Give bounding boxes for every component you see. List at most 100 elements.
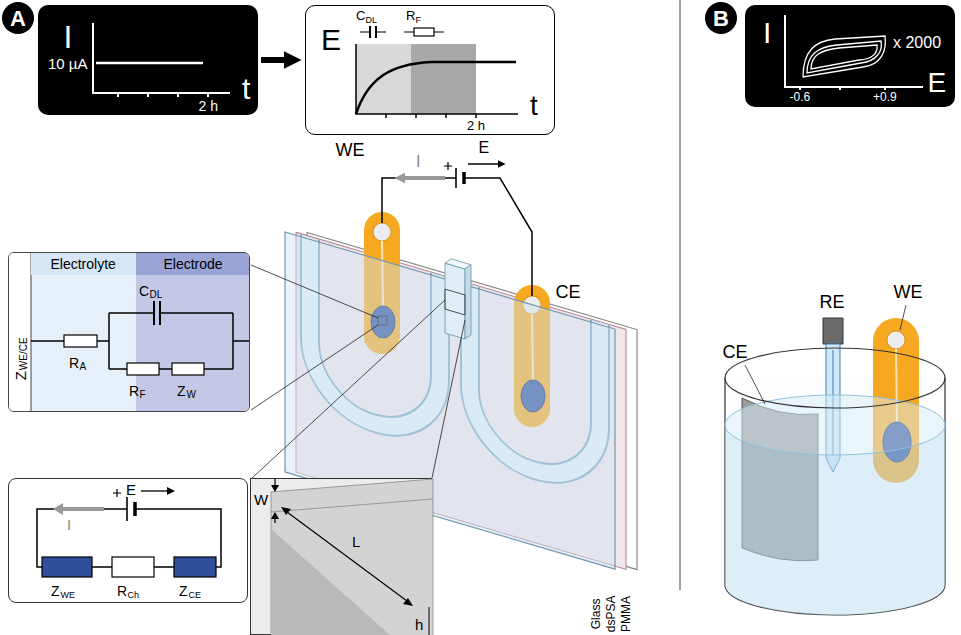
cv-plot-art [811,45,877,69]
plot-text: t [530,90,538,122]
panel-letter-text: B [713,6,729,31]
cv-plot-art [800,87,885,90]
zoom-inset-art [271,512,279,519]
electrode-label: RE [820,292,845,313]
plot-text: -0.6 [790,91,811,105]
circuit-label: Z [177,383,186,399]
plot-text: 2 h [467,119,485,134]
potential-plot-art [386,114,476,118]
layer-label: PMMA [620,596,634,632]
potential-plot-art [370,26,376,38]
plot-text: 2 h [199,98,218,114]
plot-text: t [242,72,250,107]
cv-plot-art [807,41,881,73]
electrode-band: Electrode [136,253,250,275]
circuit-label: I [67,516,71,533]
wire [444,162,452,170]
cell-circuit-art [141,490,167,491]
zoom-inset-art [251,479,433,635]
plot-text: x 2000 [893,34,941,52]
liquid-surface [725,395,945,455]
cell-circuit-art [42,557,92,577]
wire [455,168,457,188]
label-leader [745,305,906,404]
glass-layer [465,263,471,341]
cell-circuit-art [63,507,104,511]
wire [464,178,532,296]
glass-layer [445,289,465,315]
equivalent-circuit-art [31,313,250,369]
cell-circuit: IEZWERChZCE [8,478,248,603]
panel-letter: A [2,2,34,34]
dimension-label: W [254,491,268,508]
circuit-label: Z [51,583,60,599]
panel-divider [680,0,681,590]
potential-plot-art [306,6,556,136]
potential-plot: ECDLRF2 ht [305,5,555,135]
layer-label: Glass [590,599,604,630]
equivalent-circuit-art [172,363,204,375]
cell-circuit-art [112,557,154,577]
potential-plot-art [356,62,516,114]
beaker-cell [725,378,945,615]
plot-text: 10 µA [48,55,88,72]
plot-text: I [64,19,73,56]
electrode-label: CE [723,342,748,363]
cv-plot-art [745,5,955,107]
glass-layer [445,263,465,339]
circuit-label: R [129,383,139,399]
circuit-label: Z [179,583,188,599]
plot-text: +0.9 [873,91,897,105]
circuit-label: F [140,389,146,401]
electrode-label: WE [336,140,365,161]
potential-plot-art [360,31,386,32]
plot-text: I [763,16,771,51]
zoom-leader [251,265,378,318]
zoom-inset-art [403,598,413,606]
potential-plot-art [356,44,411,114]
electrode-label: CE [556,282,581,303]
equivalent-circuit-art [127,363,159,375]
circuit-label: Ch [128,590,140,600]
panel-letter-text: A [10,6,26,31]
circuit-label: A [80,361,87,373]
potential-plot-art [414,28,434,36]
equivalent-circuit-art [31,253,32,412]
current-label: I [416,153,420,171]
label-leader [745,365,765,404]
circuit-label: R [69,355,79,371]
plot-text: DL [366,15,378,25]
dimension-label: h [415,616,423,633]
zoom-inset-art [281,507,291,515]
current-plot-art [118,93,208,97]
cv-plot: Ix 2000-0.6+0.9E [745,5,955,107]
circuit-label: WE [61,590,76,600]
plot-text: R [406,9,415,24]
band-title: Electrode [164,256,223,272]
band-title: Electrolyte [51,256,116,272]
cell-circuit-art [126,497,128,521]
zoom-inset-art [287,512,407,601]
circuit-label: W [187,389,196,401]
zoom-leader [251,265,465,478]
equivalent-circuit: ZWE/CERACDLRFZWElectrolyteElectrode [8,252,250,412]
beaker-rim [725,348,945,408]
cell-circuit-art [113,489,121,497]
current-plot: I10 µA 2 h t [38,5,258,115]
cell-circuit-art [133,502,137,516]
cv-plot-art [803,36,885,77]
beaker-cell [725,305,945,615]
circuit-label: CE [189,590,202,600]
cell-circuit-art [174,557,216,577]
equivalent-circuit-art [154,301,160,325]
wire [382,162,532,296]
equivalent-circuit-art [9,253,31,412]
working-electrode [887,331,905,349]
voltage-label: E [479,139,490,157]
zoom-leader [252,300,445,478]
circuit-label: WE/CE [17,337,29,370]
zoom-inset-art [271,499,433,512]
potential-plot-art [356,44,518,114]
cell-circuit-art [53,503,63,515]
